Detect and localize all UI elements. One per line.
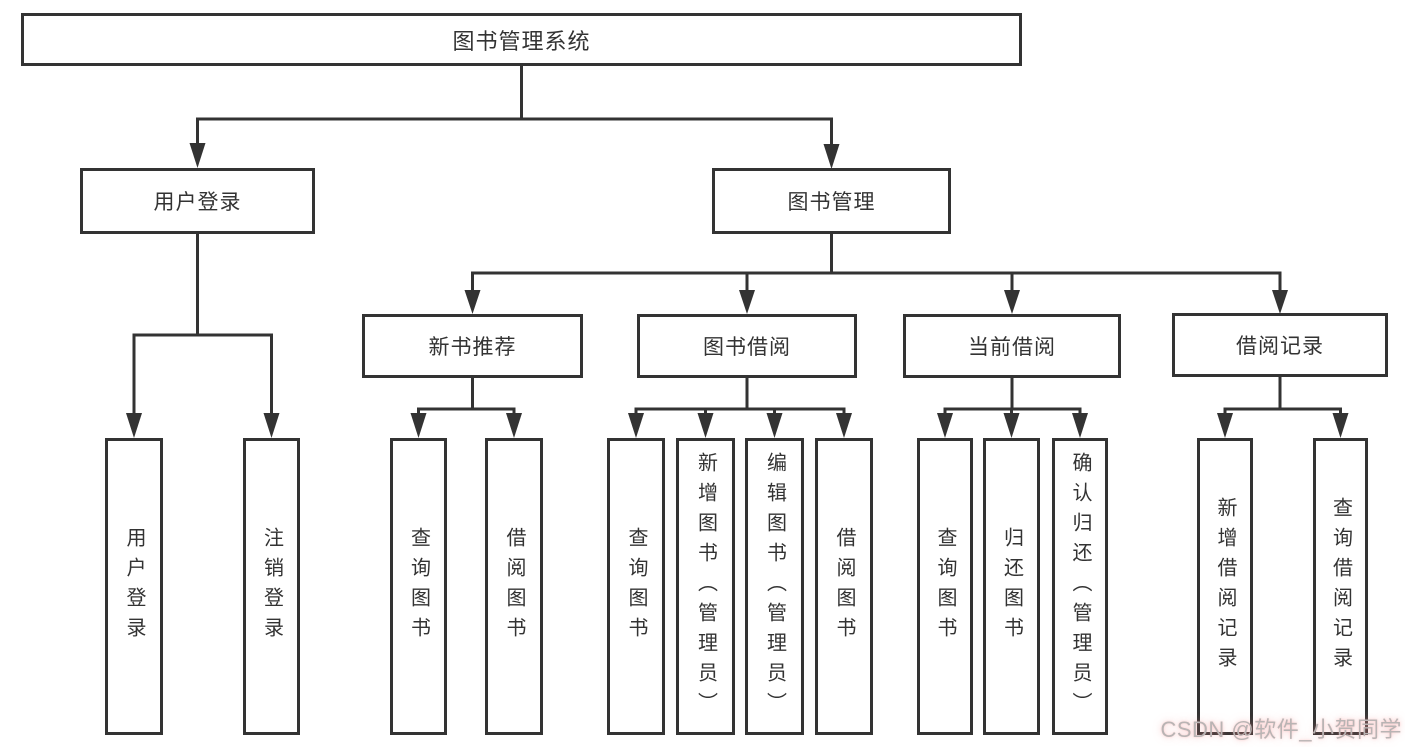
- node-current-borrowing: 当前借阅: [903, 314, 1121, 378]
- node-current-borrowing-label: 当前借阅: [968, 336, 1056, 359]
- node-root-library-management-system: 图书管理系统: [21, 13, 1022, 66]
- leaf-borrow-books-recommend: 借阅图书: [485, 438, 543, 735]
- node-book-borrowing: 图书借阅: [637, 314, 857, 378]
- csdn-watermark: CSDN @软件_小贺同学: [1160, 717, 1402, 742]
- leaf-query-books-recommend: 查询图书: [390, 438, 447, 735]
- leaf-logout: 注销登录: [243, 438, 300, 735]
- leaf-query-borrow-record: 查询借阅记录: [1313, 438, 1368, 735]
- node-new-book-recommend: 新书推荐: [362, 314, 583, 378]
- leaf-add-books-admin: 新增图书（管理员）: [676, 438, 735, 735]
- node-book-management-label: 图书管理: [787, 191, 876, 214]
- node-borrowing-records: 借阅记录: [1172, 313, 1388, 377]
- node-book-management: 图书管理: [712, 168, 951, 234]
- node-user-login-label: 用户登录: [153, 191, 242, 214]
- node-new-book-recommend-label: 新书推荐: [428, 336, 517, 359]
- leaf-query-books-current: 查询图书: [917, 438, 973, 735]
- leaf-user-login: 用户登录: [105, 438, 163, 735]
- node-book-borrowing-label: 图书借阅: [703, 336, 791, 359]
- node-root-label: 图书管理系统: [452, 28, 591, 54]
- leaf-return-books: 归还图书: [983, 438, 1040, 735]
- leaf-query-books-borrowing: 查询图书: [607, 438, 665, 735]
- leaf-borrow-books-borrowing: 借阅图书: [815, 438, 873, 735]
- leaf-edit-books-admin: 编辑图书（管理员）: [745, 438, 804, 735]
- leaf-add-borrow-record: 新增借阅记录: [1197, 438, 1253, 735]
- node-user-login: 用户登录: [80, 168, 315, 234]
- node-borrowing-records-label: 借阅记录: [1236, 335, 1324, 358]
- leaf-confirm-return-admin: 确认归还（管理员）: [1052, 438, 1108, 735]
